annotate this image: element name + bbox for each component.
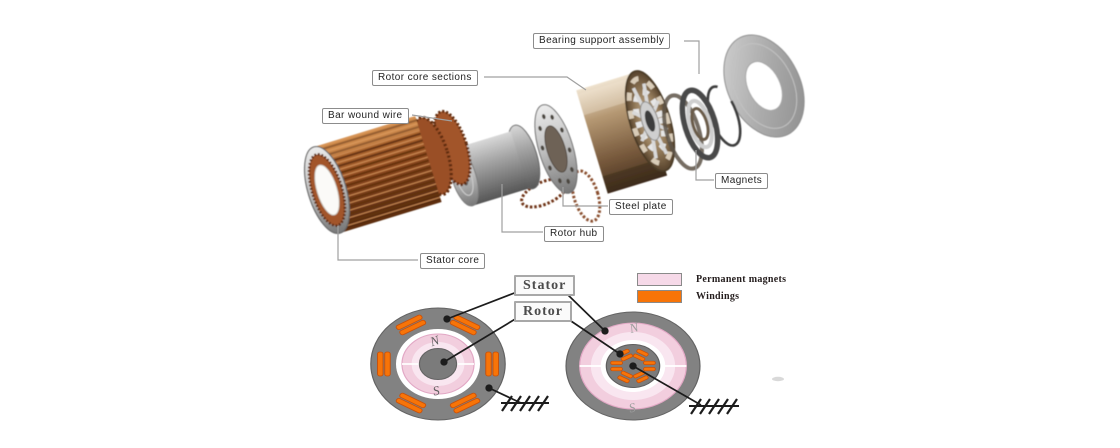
rotor-core-face bbox=[624, 70, 676, 172]
windings-label: Windings bbox=[696, 291, 740, 302]
label-bearing-support-assembly: Bearing support assembly bbox=[533, 33, 671, 49]
stator-winding-slots bbox=[377, 314, 499, 414]
bearing-support-rings bbox=[662, 87, 721, 171]
label-rotor-core-sections: Rotor core sections bbox=[372, 70, 478, 86]
ground-symbol-left bbox=[501, 395, 549, 412]
label-rotor-hub: Rotor hub bbox=[544, 226, 604, 242]
windings-swatch bbox=[637, 290, 682, 303]
end-washer-disc bbox=[723, 34, 805, 138]
steel-plate-disc bbox=[534, 104, 578, 194]
stator-assembly bbox=[303, 109, 472, 234]
label-stator-core: Stator core bbox=[420, 253, 486, 269]
part-label-leader-lines bbox=[337, 40, 714, 261]
label-bar-wound-wire: Bar wound wire bbox=[322, 108, 409, 124]
faint-artifact bbox=[772, 376, 784, 382]
label-magnets: Magnets bbox=[715, 173, 769, 189]
label-steel-plate: Steel plate bbox=[609, 199, 673, 215]
callout-lines bbox=[440, 291, 702, 406]
exploded-motor-illustration bbox=[303, 34, 805, 234]
cross-section-left: N S bbox=[370, 307, 506, 421]
ground-symbol-right bbox=[689, 398, 739, 415]
left-south-pole: S bbox=[431, 382, 441, 398]
permanent-magnets-label: Permanent magnets bbox=[696, 274, 787, 285]
legend: Permanent magnets Windings bbox=[637, 271, 786, 305]
right-south-pole: S bbox=[627, 399, 637, 415]
permanent-magnets-swatch bbox=[637, 273, 682, 286]
callout-rotor: Rotor bbox=[514, 301, 572, 322]
legend-item-windings: Windings bbox=[637, 288, 786, 305]
callout-stator: Stator bbox=[514, 275, 576, 296]
legend-item-permanent-magnets: Permanent magnets bbox=[637, 271, 786, 288]
